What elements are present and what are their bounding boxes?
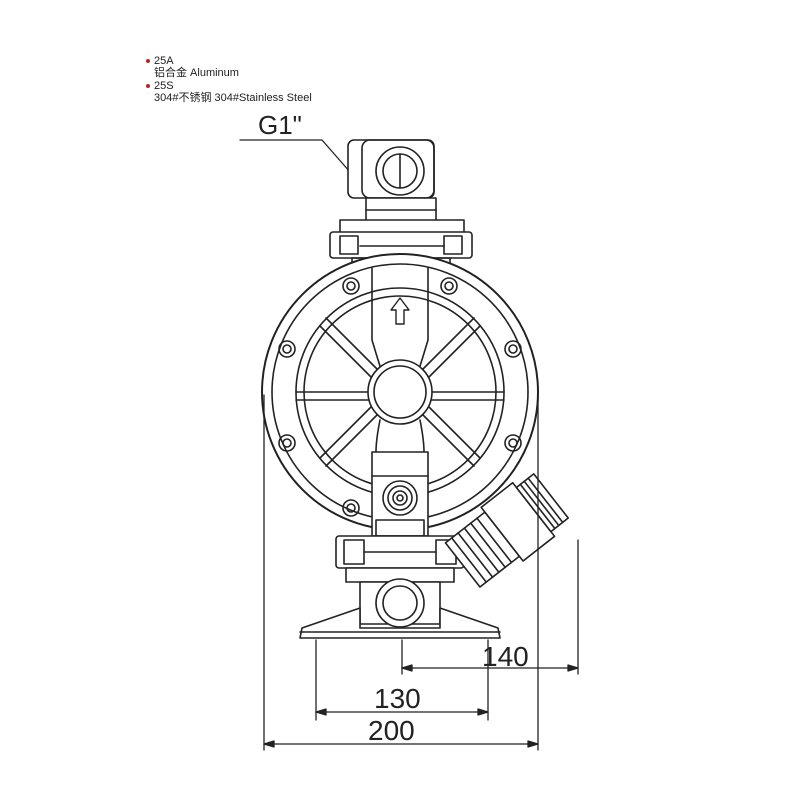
housing-bolts (278, 277, 522, 517)
dimension-130-label: 130 (374, 683, 421, 714)
legend-item-aluminum: 25A 铝合金 Aluminum (146, 55, 312, 79)
legend-code: 25A (154, 55, 174, 67)
leader-line (239, 139, 351, 173)
dimension-140-label: 140 (482, 641, 529, 672)
material-legend: 25A 铝合金 Aluminum 25S 304#不锈钢 304#Stainle… (146, 55, 312, 105)
flow-arrow-icon (390, 297, 410, 325)
bullet-icon (146, 59, 150, 63)
base-and-inlet (299, 578, 501, 639)
port-label: G1" (258, 110, 302, 140)
bottom-manifold (335, 535, 465, 583)
port-callout: G1" (239, 110, 351, 173)
dimension-lines (263, 394, 579, 751)
legend-material: 铝合金 Aluminum (154, 67, 239, 79)
legend-material: 304#不锈钢 304#Stainless Steel (154, 92, 312, 104)
legend-item-stainless: 25S 304#不锈钢 304#Stainless Steel (146, 80, 312, 104)
outlet-port (347, 139, 437, 225)
housing-ribs (295, 317, 505, 467)
side-inlet (444, 473, 570, 588)
dimension-200-label: 200 (368, 715, 415, 746)
top-manifold (329, 219, 473, 271)
bullet-icon (146, 84, 150, 88)
check-valve-block (371, 451, 429, 537)
legend-code: 25S (154, 80, 174, 92)
